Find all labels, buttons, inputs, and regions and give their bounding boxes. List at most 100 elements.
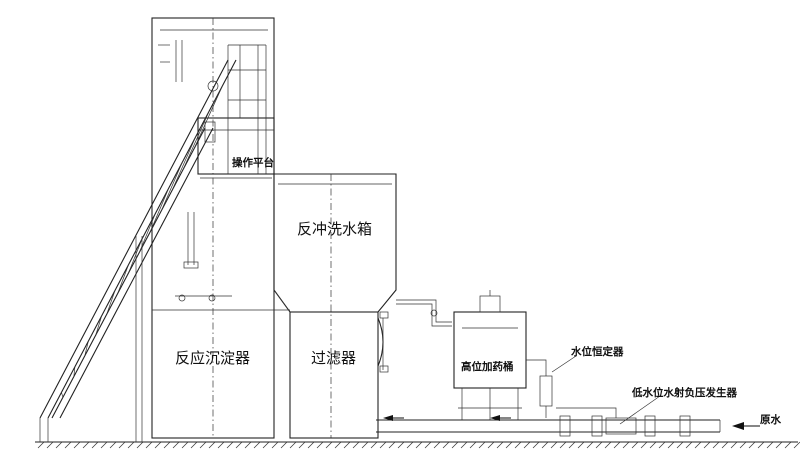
hatch-mark	[289, 441, 297, 449]
hatch-mark	[406, 441, 414, 449]
staircase	[39, 59, 237, 442]
hatch-mark	[424, 441, 432, 449]
hatch-mark	[370, 441, 378, 449]
hatch-mark	[388, 441, 396, 449]
hatch-mark	[217, 441, 225, 449]
filter-column	[289, 311, 389, 439]
hatch-mark	[46, 441, 54, 449]
hatch-mark	[136, 441, 144, 449]
hatch-mark	[433, 441, 441, 449]
arrow-left-icon	[490, 415, 511, 421]
hatch-mark	[298, 441, 306, 449]
hatch-mark	[172, 441, 180, 449]
hatch-mark	[568, 441, 576, 449]
stair-rung	[171, 136, 197, 191]
ground-hatch-icon	[37, 441, 800, 449]
hatch-mark	[181, 441, 189, 449]
hatch-mark	[190, 441, 198, 449]
hatch-mark	[343, 441, 351, 449]
hatch-mark	[667, 441, 675, 449]
stair-rung	[182, 111, 210, 170]
hatch-mark	[460, 441, 468, 449]
hatch-mark	[127, 441, 135, 449]
stair-rung	[150, 187, 170, 232]
stair-rung	[117, 264, 129, 294]
hatch-mark	[595, 441, 603, 449]
hatch-mark	[784, 441, 792, 449]
feed-pipes	[396, 299, 452, 327]
hatch-mark	[73, 441, 81, 449]
hatch-mark	[550, 441, 558, 449]
hatch-mark	[685, 441, 693, 449]
hatch-mark	[694, 441, 702, 449]
dosing-tank	[453, 290, 547, 420]
hatch-mark	[622, 441, 630, 449]
hatch-mark	[469, 441, 477, 449]
hatch-mark	[658, 441, 666, 449]
hatch-mark	[541, 441, 549, 449]
hatch-mark	[154, 441, 162, 449]
stair-rung	[61, 392, 64, 398]
hatch-mark	[208, 441, 216, 449]
stair-rung	[106, 290, 116, 315]
label-reaction-tank: 反应沉淀器	[175, 349, 250, 367]
stair-rung	[193, 85, 223, 149]
label-backwash-tank: 反冲洗水箱	[297, 221, 372, 238]
hatch-mark	[613, 441, 621, 449]
hatch-mark	[397, 441, 405, 449]
hatch-mark	[253, 441, 261, 449]
hatch-mark	[316, 441, 324, 449]
hatch-mark	[163, 441, 171, 449]
label-platform: 操作平台	[232, 156, 274, 169]
hatch-mark	[352, 441, 360, 449]
label-raw-water: 原水	[760, 413, 781, 426]
hatch-mark	[334, 441, 342, 449]
hatch-mark	[280, 441, 288, 449]
hatch-mark	[307, 441, 315, 449]
stair-rung	[73, 366, 76, 377]
hatch-mark	[523, 441, 531, 449]
hatch-mark	[712, 441, 720, 449]
hatch-mark	[478, 441, 486, 449]
hatch-mark	[532, 441, 540, 449]
hatch-mark	[442, 441, 450, 449]
hatch-mark	[514, 441, 522, 449]
hatch-mark	[640, 441, 648, 449]
hatch-mark	[271, 441, 279, 449]
label-filter: 过滤器	[311, 350, 356, 367]
hatch-mark	[244, 441, 252, 449]
hatch-mark	[91, 441, 99, 449]
stair-rung	[139, 213, 156, 253]
hatch-mark	[226, 441, 234, 449]
main-tower	[151, 17, 290, 439]
hatch-mark	[676, 441, 684, 449]
hatch-mark	[757, 441, 765, 449]
hatch-mark	[487, 441, 495, 449]
hatch-mark	[766, 441, 774, 449]
hatch-mark	[604, 441, 612, 449]
arrow-left-icon	[383, 415, 404, 421]
hatch-mark	[55, 441, 63, 449]
hatch-mark	[118, 441, 126, 449]
hatch-mark	[100, 441, 108, 449]
hatch-mark	[505, 441, 513, 449]
hatch-mark	[586, 441, 594, 449]
reaction-internals	[175, 212, 232, 302]
hatch-mark	[559, 441, 567, 449]
arrow-left-icon	[732, 422, 760, 430]
level-keeper	[539, 355, 577, 418]
hatch-mark	[631, 441, 639, 449]
hatch-mark	[748, 441, 756, 449]
hatch-mark	[721, 441, 729, 449]
hatch-mark	[775, 441, 783, 449]
label-dosing-tank: 高位加药桶	[461, 360, 514, 373]
hatch-mark	[496, 441, 504, 449]
hatch-mark	[199, 441, 207, 449]
hatch-mark	[109, 441, 117, 449]
stair-rung	[128, 238, 143, 274]
hatch-mark	[703, 441, 711, 449]
hatch-mark	[649, 441, 657, 449]
hatch-mark	[379, 441, 387, 449]
label-ejector: 低水位水射负压发生器	[631, 386, 737, 399]
raw-water-pipe	[376, 395, 721, 437]
